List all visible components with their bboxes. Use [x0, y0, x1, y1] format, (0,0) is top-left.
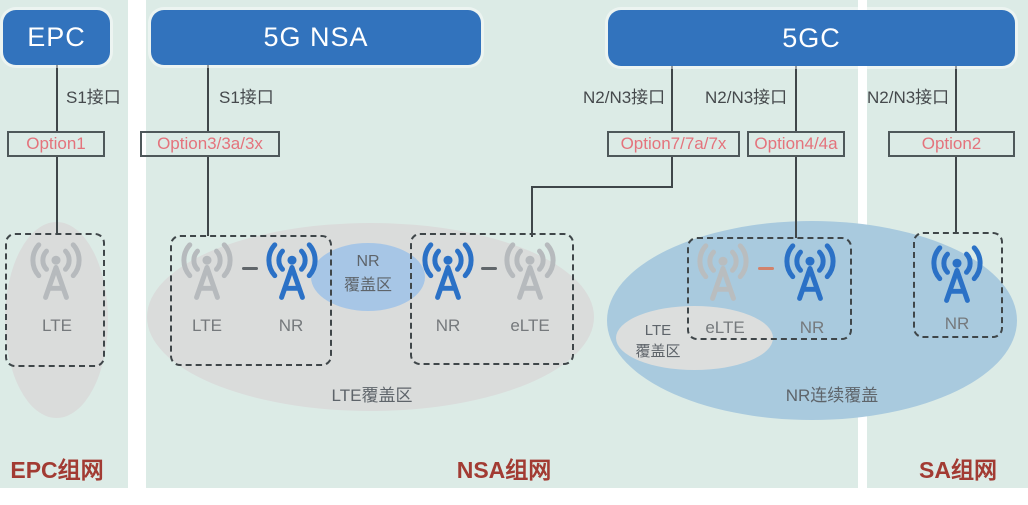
epc-lte-coverage-ellipse — [5, 222, 108, 418]
sa-lte-coverage-line1: LTE — [644, 322, 672, 339]
nsa-cell2-elte-label: eLTE — [510, 316, 550, 335]
gc-option7-line-upper — [671, 66, 673, 131]
sa-lte-coverage-line2: 覆盖区 — [635, 343, 681, 360]
nsa-cell1-nr-label: NR — [278, 316, 304, 335]
gc-header-box: 5GC — [608, 10, 1015, 66]
gc-cell-nr-label: NR — [799, 318, 825, 337]
gc-cell-elte-label: eLTE — [705, 318, 745, 337]
option1-box: Option1 — [7, 131, 105, 157]
nsa-nr-coverage-label: NR 覆盖区 — [344, 250, 392, 298]
epc-lte-node-label: LTE — [42, 316, 72, 335]
nsa-cell2-link-dash — [481, 267, 497, 270]
gc-option2-line-lower — [955, 157, 957, 233]
sa-nr-node-label: NR — [944, 314, 970, 333]
epc-lte-antenna-icon — [27, 242, 85, 302]
nsa-header-box: 5G NSA — [151, 10, 481, 65]
nsa-nr2-antenna-icon — [419, 242, 477, 302]
nsa-s1-interface-label: S1接口 — [219, 88, 274, 107]
epc-s1-line-lower — [56, 157, 58, 234]
sa-nr-coverage-label: NR连续覆盖 — [785, 386, 879, 405]
nsa-lte-coverage-label: LTE覆盖区 — [331, 386, 413, 405]
gc-cell-link-dash — [758, 267, 774, 270]
sa-nr-antenna-icon — [928, 245, 986, 305]
epc-s1-line-upper — [56, 65, 58, 131]
gc-nr-antenna-icon — [781, 243, 839, 303]
epc-section-footer: EPC组网 — [10, 457, 104, 483]
nsa-lte-antenna-icon — [178, 242, 236, 302]
nsa-section-footer: NSA组网 — [456, 457, 552, 483]
gc-option7-line-down — [531, 186, 533, 237]
nsa-cell2-nr-label: NR — [435, 316, 461, 335]
nsa-lte-nr-node-box — [170, 235, 332, 366]
epc-s1-interface-label: S1接口 — [66, 88, 121, 107]
nsa-s1-line-lower — [207, 157, 209, 236]
nsa-nr-elte-node-box — [410, 233, 574, 365]
nsa-nr-coverage-line1: NR — [356, 253, 380, 270]
sa-lte-coverage-label: LTE 覆盖区 — [635, 320, 680, 362]
gc-elte-nr-node-box — [687, 237, 852, 340]
gc-option4-line-upper — [795, 66, 797, 131]
option7-box: Option7/7a/7x — [607, 131, 740, 157]
gc-option7-line-mid — [671, 157, 673, 188]
epc-lte-node-box — [5, 233, 105, 367]
nsa-nr-coverage-line2: 覆盖区 — [343, 277, 393, 294]
epc-header-box: EPC — [3, 10, 110, 65]
gc-n2n3-interface-label-2: N2/N3接口 — [705, 88, 788, 107]
nsa-s1-line-upper — [207, 65, 209, 131]
gc-n2n3-interface-label-3: N2/N3接口 — [867, 88, 950, 107]
sa-section-footer: SA组网 — [919, 457, 997, 483]
nsa-cell1-link-dash — [242, 267, 258, 270]
gc-option4-line-lower — [795, 157, 797, 238]
gc-option2-line-upper — [955, 66, 957, 131]
nsa-nr-antenna-icon — [263, 242, 321, 302]
gc-option7-line-horizontal — [531, 186, 673, 188]
sa-nr-node-box — [913, 232, 1003, 338]
option3-box: Option3/3a/3x — [140, 131, 280, 157]
option2-box: Option2 — [888, 131, 1015, 157]
gc-elte-antenna-icon — [694, 243, 752, 303]
nsa-cell1-lte-label: LTE — [192, 316, 222, 335]
option4-box: Option4/4a — [747, 131, 845, 157]
nsa-elte-antenna-icon — [501, 242, 559, 302]
gc-n2n3-interface-label-1: N2/N3接口 — [583, 88, 666, 107]
